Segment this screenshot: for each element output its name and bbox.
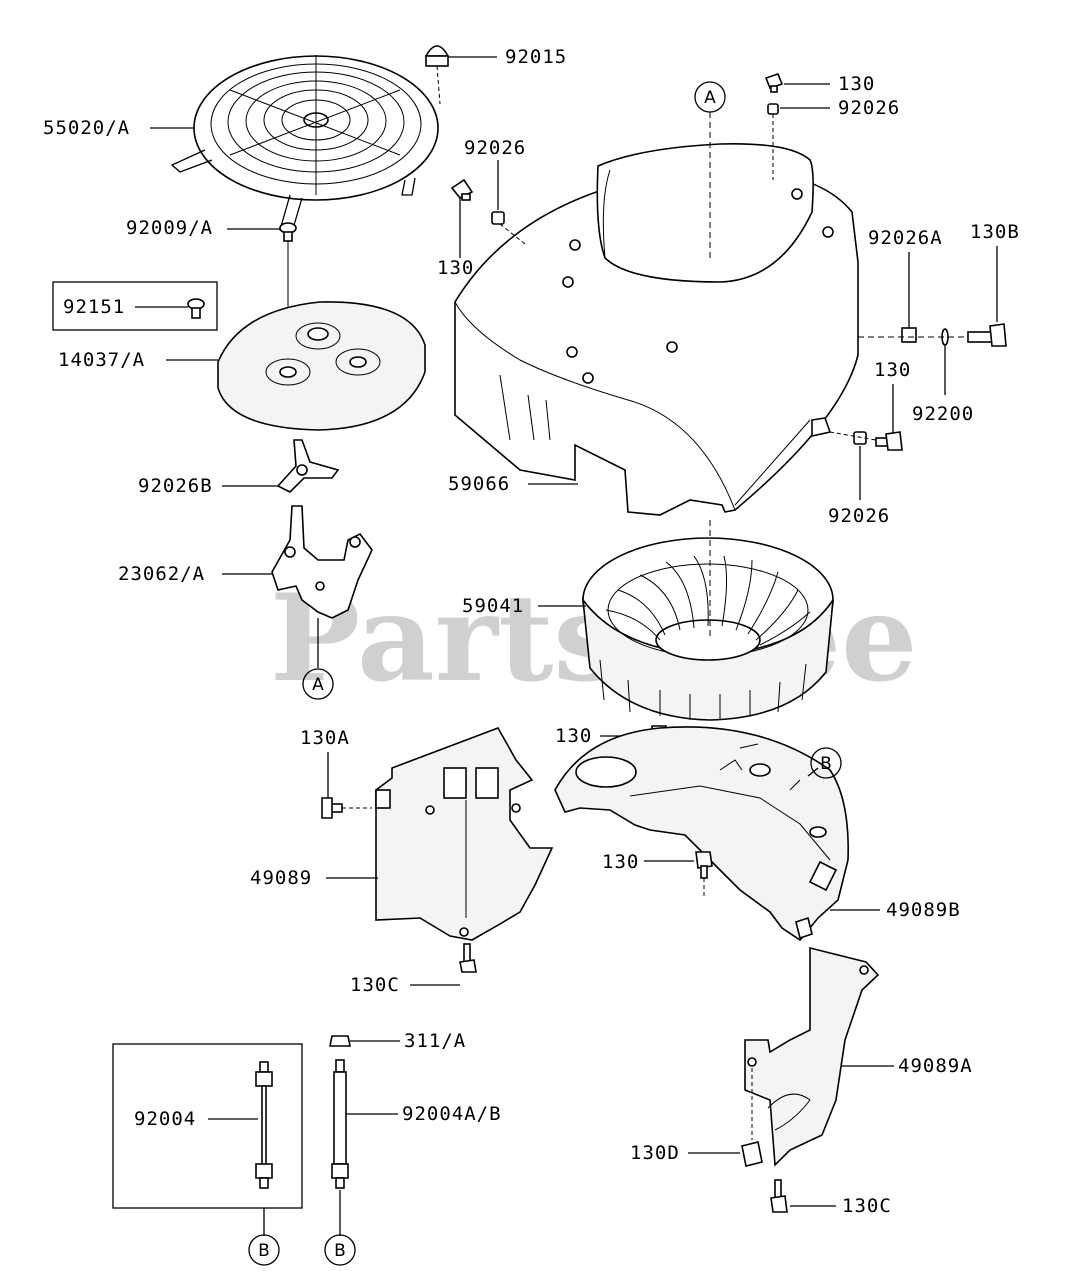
- bolt-130c-mid-part[interactable]: [459, 943, 477, 973]
- base-49089b-part[interactable]: [554, 726, 849, 942]
- label-92015: 92015: [505, 46, 567, 68]
- label-130-mid: 130: [555, 725, 592, 747]
- label-49089: 49089: [250, 867, 312, 889]
- label-92026b: 92026B: [138, 475, 213, 497]
- label-55020a: 55020/A: [43, 117, 130, 139]
- shield-49089-part[interactable]: [375, 727, 554, 941]
- ref-b-left: B: [258, 1241, 270, 1261]
- bolt-130-low-part[interactable]: [695, 851, 713, 879]
- label-130-left: 130: [437, 257, 474, 279]
- label-130-low: 130: [602, 851, 639, 873]
- label-92004ab: 92004A/B: [402, 1103, 502, 1125]
- flywheel-fan-59041-part[interactable]: [581, 537, 834, 721]
- stud-option-box: [112, 1043, 303, 1209]
- ref-circle-a-bottom: [302, 668, 334, 700]
- ref-a-top: A: [704, 88, 716, 108]
- plate-14037a-part[interactable]: [217, 301, 426, 431]
- label-92026-left: 92026: [464, 137, 526, 159]
- spacer-92026-left-part[interactable]: [491, 211, 505, 225]
- ref-b-mid: B: [334, 1241, 346, 1261]
- label-92200: 92200: [912, 403, 974, 425]
- label-92026a: 92026A: [868, 227, 943, 249]
- label-14037a: 14037/A: [58, 349, 145, 371]
- bracket-23062a-part[interactable]: [271, 505, 373, 619]
- spacer-92026-right-part[interactable]: [853, 431, 867, 445]
- label-130a: 130A: [300, 727, 350, 749]
- label-49089b: 49089B: [886, 899, 961, 921]
- ref-b-right: B: [820, 754, 832, 774]
- label-23062a: 23062/A: [118, 563, 205, 585]
- label-92026-right: 92026: [828, 505, 890, 527]
- fan-guard-part[interactable]: [170, 55, 439, 233]
- label-130c-bottom: 130C: [842, 1195, 892, 1217]
- label-311a: 311/A: [404, 1030, 466, 1052]
- bolt-130-left-part[interactable]: [450, 178, 474, 201]
- label-49089a: 49089A: [898, 1055, 973, 1077]
- bolt-130a-part[interactable]: [321, 797, 343, 819]
- label-92009a: 92009/A: [126, 217, 213, 239]
- bracket-92026b-part[interactable]: [276, 439, 340, 493]
- spacer-92026a-part[interactable]: [901, 327, 917, 343]
- ref-circle-b-left: [248, 1234, 280, 1266]
- ref-circle-b-mid: [324, 1234, 356, 1266]
- label-59041: 59041: [462, 595, 524, 617]
- label-130b: 130B: [970, 221, 1020, 243]
- bolt-130-top-part[interactable]: [764, 73, 784, 93]
- label-130d: 130D: [630, 1142, 680, 1164]
- ref-circle-b-right: [810, 747, 842, 779]
- screw-92009a-part[interactable]: [279, 222, 297, 242]
- cap-nut-part[interactable]: [424, 45, 450, 67]
- optional-part-box: [52, 281, 218, 331]
- nut-311a-part[interactable]: [329, 1035, 351, 1047]
- label-92151: 92151: [63, 296, 125, 318]
- bolt-92151-part[interactable]: [187, 298, 205, 319]
- shroud-59066-part[interactable]: [454, 143, 859, 516]
- label-59066: 59066: [448, 473, 510, 495]
- shield-49089a-part[interactable]: [744, 946, 880, 1167]
- label-130-top: 130: [838, 73, 875, 95]
- label-130-right: 130: [874, 359, 911, 381]
- spacer-92026-top-part[interactable]: [767, 103, 779, 115]
- label-92026-top: 92026: [838, 97, 900, 119]
- ref-a-bottom: A: [312, 675, 324, 695]
- label-130c-mid: 130C: [350, 974, 400, 996]
- bolt-130b-part[interactable]: [967, 323, 1007, 347]
- bolt-130d-part[interactable]: [741, 1141, 763, 1167]
- stud-92004ab-part[interactable]: [331, 1059, 349, 1189]
- bolt-130-right-part[interactable]: [875, 431, 903, 451]
- stud-92004-part[interactable]: [255, 1061, 273, 1189]
- label-92004: 92004: [134, 1108, 196, 1130]
- bolt-130c-bottom-part[interactable]: [770, 1179, 788, 1213]
